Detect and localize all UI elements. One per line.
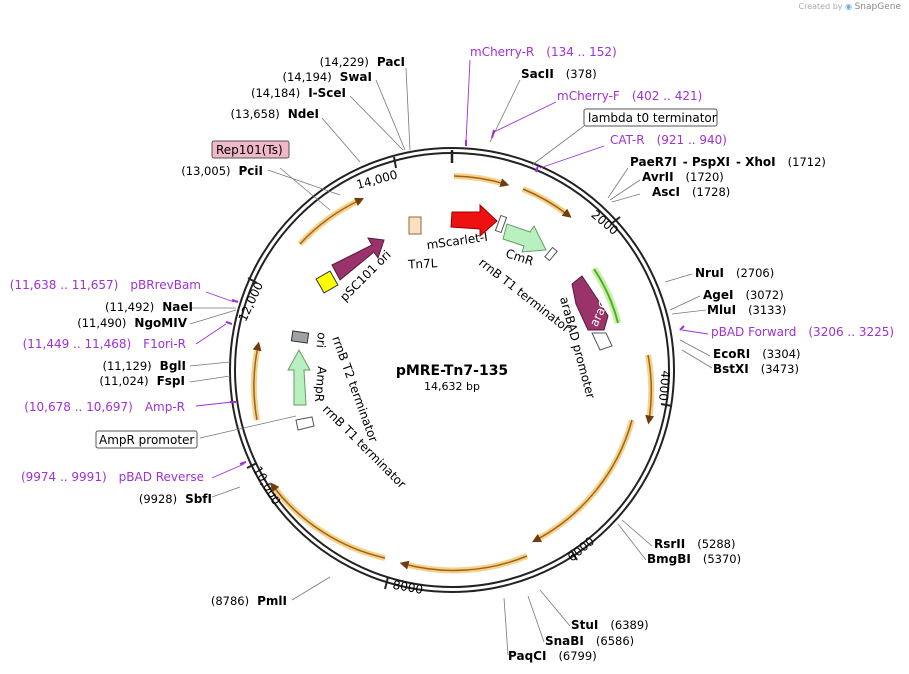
tick-6000-mark bbox=[570, 549, 578, 561]
orf-arc-4-core bbox=[532, 419, 633, 543]
primer-pbad-forward: pBAD Forward(3206 .. 3225) bbox=[711, 325, 894, 339]
enzyme-bgli: (11,129)BglI bbox=[102, 359, 186, 373]
enzyme-i-scei: (14,184)I-SceI bbox=[251, 86, 346, 100]
rrnb-t1-label: rrnB T1 terminator bbox=[476, 255, 573, 335]
tick-8000: 8000 bbox=[392, 578, 425, 597]
tick-10000: 10,000 bbox=[250, 464, 283, 507]
orf-arc-5-core bbox=[399, 555, 528, 572]
ampr-promoter-label-box bbox=[95, 430, 198, 449]
primer-amp-r: (10,678 .. 10,697)Amp-R bbox=[24, 400, 185, 414]
ampr-promoter-arrow bbox=[295, 416, 315, 431]
rep101-label-box bbox=[211, 140, 290, 159]
enzyme-bmgbi: BmgBI(5370) bbox=[647, 552, 741, 566]
tick-2000-mark bbox=[610, 216, 621, 225]
arabad-promoter-arrow bbox=[591, 332, 613, 351]
backbone-outer bbox=[229, 147, 675, 593]
tick-14000-mark bbox=[393, 156, 397, 169]
orf-arcs bbox=[250, 173, 655, 574]
lambda-label-box bbox=[583, 108, 718, 127]
enzyme-nrui: NruI(2706) bbox=[695, 266, 774, 280]
enzyme-ndei: (13,658)NdeI bbox=[231, 107, 319, 121]
tick-10000-mark bbox=[246, 462, 258, 469]
snapgene-logo-icon: ◉ bbox=[845, 2, 853, 11]
tick-4000: 4000 bbox=[656, 370, 673, 402]
lambda-label: lambda t0 terminator bbox=[588, 111, 717, 125]
enzyme-swai: (14,194)SwaI bbox=[282, 70, 372, 84]
enzyme-sacii: SacII(378) bbox=[521, 67, 597, 81]
primer-mcherry-f: mCherry-F(402 .. 421) bbox=[557, 89, 702, 103]
enzyme-asci: AscI(1728) bbox=[652, 185, 730, 199]
plasmid-name: pMRE-Tn7-135 bbox=[396, 363, 508, 379]
orf-arc-2 bbox=[521, 186, 570, 218]
orf-arc-8-core bbox=[299, 197, 365, 245]
orf-arc-2-core bbox=[522, 188, 572, 218]
enzyme-mlui: MluI(3133) bbox=[707, 303, 786, 317]
enzyme-rsrii: RsrII(5288) bbox=[654, 537, 735, 551]
enzyme-bstxi: BstXI(3473) bbox=[713, 362, 799, 376]
small-feature-box bbox=[494, 214, 508, 234]
arac-green-arc-core bbox=[593, 268, 619, 324]
tn7l-feature bbox=[408, 216, 422, 235]
tick-8000-mark bbox=[384, 576, 389, 590]
rep101-yellow-box bbox=[315, 270, 339, 294]
orf-arc-1 bbox=[453, 173, 506, 187]
plasmid-size: 14,632 bp bbox=[424, 380, 480, 393]
enzyme-paqci: PaqCI(6799) bbox=[508, 649, 597, 663]
primer-f1ori-r: (11,449 .. 11,468)F1ori-R bbox=[23, 337, 186, 351]
tn7l-label: Tn7L bbox=[407, 256, 438, 272]
enzyme-sbfi: (9928)SbfI bbox=[139, 492, 212, 506]
enzyme-stui: StuI(6389) bbox=[571, 618, 649, 632]
enzyme-ecori: EcoRI(3304) bbox=[713, 347, 801, 361]
enzyme-agei: AgeI(3072) bbox=[703, 288, 784, 302]
credit-prefix: Created by bbox=[798, 2, 843, 11]
tick-14000: 14,000 bbox=[355, 168, 399, 192]
tick-2000: 2000 bbox=[588, 207, 620, 237]
cmr-feature bbox=[502, 223, 547, 253]
mscarlet-label: mScarlet-I bbox=[426, 230, 489, 252]
enzyme-naei: (11,492)NaeI bbox=[105, 300, 193, 314]
primer-markers bbox=[225, 129, 685, 465]
primer-mcherry-r: mCherry-R(134 .. 152) bbox=[470, 45, 617, 59]
orf-arc-6-core bbox=[270, 482, 386, 559]
psc101-ori-feature bbox=[331, 237, 385, 281]
arac-feature bbox=[571, 275, 609, 331]
enzyme-fspi: (11,024)FspI bbox=[99, 374, 185, 388]
enzyme-pcii: (13,005)PciI bbox=[181, 164, 263, 178]
credit-brand: SnapGene bbox=[854, 2, 901, 12]
primer-pbrrevbam: (11,638 .. 11,657)pBRrevBam bbox=[10, 278, 201, 292]
mscarlet-feature bbox=[450, 203, 498, 238]
snapgene-credit: Created by ◉ SnapGene bbox=[799, 2, 902, 12]
ampr-label: AmpR bbox=[312, 366, 329, 403]
enzyme-pmli: (8786)PmlI bbox=[211, 594, 287, 608]
primer-cat-r: CAT-R(921 .. 940) bbox=[610, 133, 727, 147]
tick-4000-mark bbox=[660, 403, 673, 407]
ori-feature bbox=[290, 330, 310, 344]
primer-pbad-reverse: (9974 .. 9991)pBAD Reverse bbox=[21, 470, 204, 484]
tick-12000-mark bbox=[247, 277, 258, 284]
ampr-promoter-label: AmpR promoter bbox=[99, 433, 194, 447]
rep101-label: Rep101(Ts) bbox=[216, 143, 283, 157]
tick-6000: 6000 bbox=[565, 534, 597, 564]
ori-label: ori bbox=[314, 332, 329, 349]
rrnb-t1-box bbox=[544, 246, 558, 262]
orf-arc-7-core bbox=[252, 341, 262, 421]
primer-leaders bbox=[195, 59, 709, 479]
enzyme-snabi: SnaBI(6586) bbox=[545, 634, 634, 648]
enzyme-ngomiv: (11,490)NgoMIV bbox=[77, 316, 188, 330]
enzyme-avrii: AvrII(1720) bbox=[642, 170, 724, 184]
ampr-feature bbox=[287, 348, 311, 406]
leader-lines bbox=[189, 67, 713, 656]
enzyme-paer7i: PaeR7I- PspXI- XhoI(1712) bbox=[630, 155, 826, 169]
orf-arc-3-core bbox=[645, 354, 655, 425]
enzyme-paci: (14,229)PacI bbox=[320, 55, 405, 69]
orf-arc-4 bbox=[534, 419, 635, 543]
orf-arc-1-core bbox=[453, 175, 510, 188]
